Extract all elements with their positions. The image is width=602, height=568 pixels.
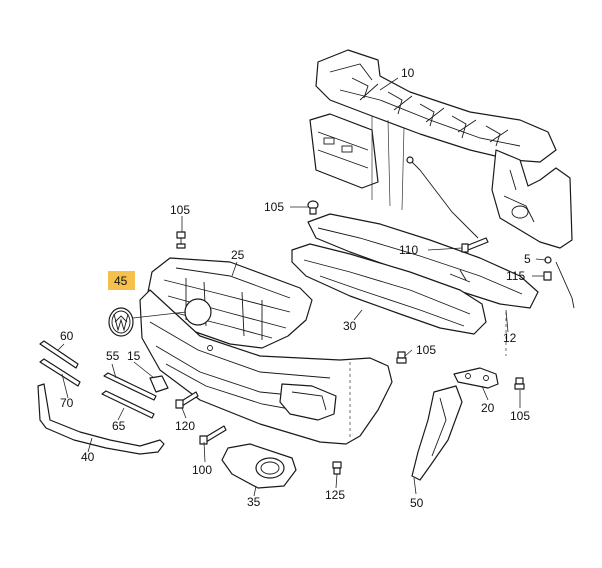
callout-65[interactable]: 65 (112, 419, 126, 433)
callout-105-middle[interactable]: 105 (416, 343, 436, 357)
part-12-bumper-beam[interactable] (307, 213, 539, 309)
part-15-clip[interactable] (149, 375, 169, 393)
callout-50[interactable]: 50 (410, 496, 424, 510)
part-35-fog-lamp-grille[interactable] (221, 443, 297, 489)
part-20-bracket[interactable] (453, 367, 499, 389)
callout-40[interactable]: 40 (81, 450, 95, 464)
part-60-trim-strip[interactable] (39, 340, 79, 369)
fastener-125[interactable] (332, 461, 342, 475)
part-45-emblem[interactable] (108, 307, 134, 337)
callout-30[interactable]: 30 (343, 319, 357, 333)
callout-45-highlight (108, 271, 135, 290)
callout-labels: 10 105 105 110 5 115 25 45 60 55 15 30 1… (60, 66, 531, 510)
fastener-105-upper-right[interactable] (307, 200, 319, 215)
callout-100[interactable]: 100 (192, 463, 212, 477)
fastener-100[interactable] (199, 425, 227, 445)
callout-125[interactable]: 125 (325, 488, 345, 502)
fastener-105-top[interactable] (176, 231, 186, 249)
leader-lines (57, 77, 547, 497)
callout-70[interactable]: 70 (60, 396, 74, 410)
fastener-110[interactable] (461, 237, 489, 253)
part-40-lower-trim[interactable] (37, 383, 165, 455)
support-rod[interactable] (406, 156, 479, 239)
part-10-lock-carrier[interactable] (309, 49, 573, 249)
callout-110[interactable]: 110 (399, 243, 418, 257)
part-50-side-trim[interactable] (411, 385, 463, 481)
callout-115[interactable]: 115 (506, 269, 525, 283)
part-55-trim-strip[interactable] (103, 372, 157, 401)
callout-5[interactable]: 5 (524, 252, 531, 266)
fastener-105-lower-right[interactable] (514, 377, 525, 390)
callout-10[interactable]: 10 (401, 66, 415, 80)
callout-105-top[interactable]: 105 (170, 203, 190, 217)
callout-25[interactable]: 25 (231, 248, 245, 262)
fastener-115[interactable] (543, 261, 575, 309)
part-30-energy-absorber[interactable] (291, 243, 487, 335)
bumper-cover[interactable] (139, 289, 393, 445)
callout-120[interactable]: 120 (175, 419, 195, 433)
callout-15[interactable]: 15 (127, 349, 141, 363)
callout-105-lower-right[interactable]: 105 (510, 409, 530, 423)
callout-20[interactable]: 20 (481, 401, 495, 415)
fastener-105-middle[interactable] (396, 351, 407, 364)
callout-60[interactable]: 60 (60, 329, 74, 343)
part-65-trim-strip[interactable] (101, 390, 155, 419)
callout-105-upper-right[interactable]: 105 (264, 200, 284, 214)
fastener-120[interactable] (175, 391, 199, 409)
part-70-trim-strip[interactable] (39, 358, 81, 387)
callout-35[interactable]: 35 (247, 495, 261, 509)
callout-45[interactable]: 45 (114, 274, 128, 288)
callout-12[interactable]: 12 (503, 331, 517, 345)
callout-55[interactable]: 55 (106, 349, 120, 363)
